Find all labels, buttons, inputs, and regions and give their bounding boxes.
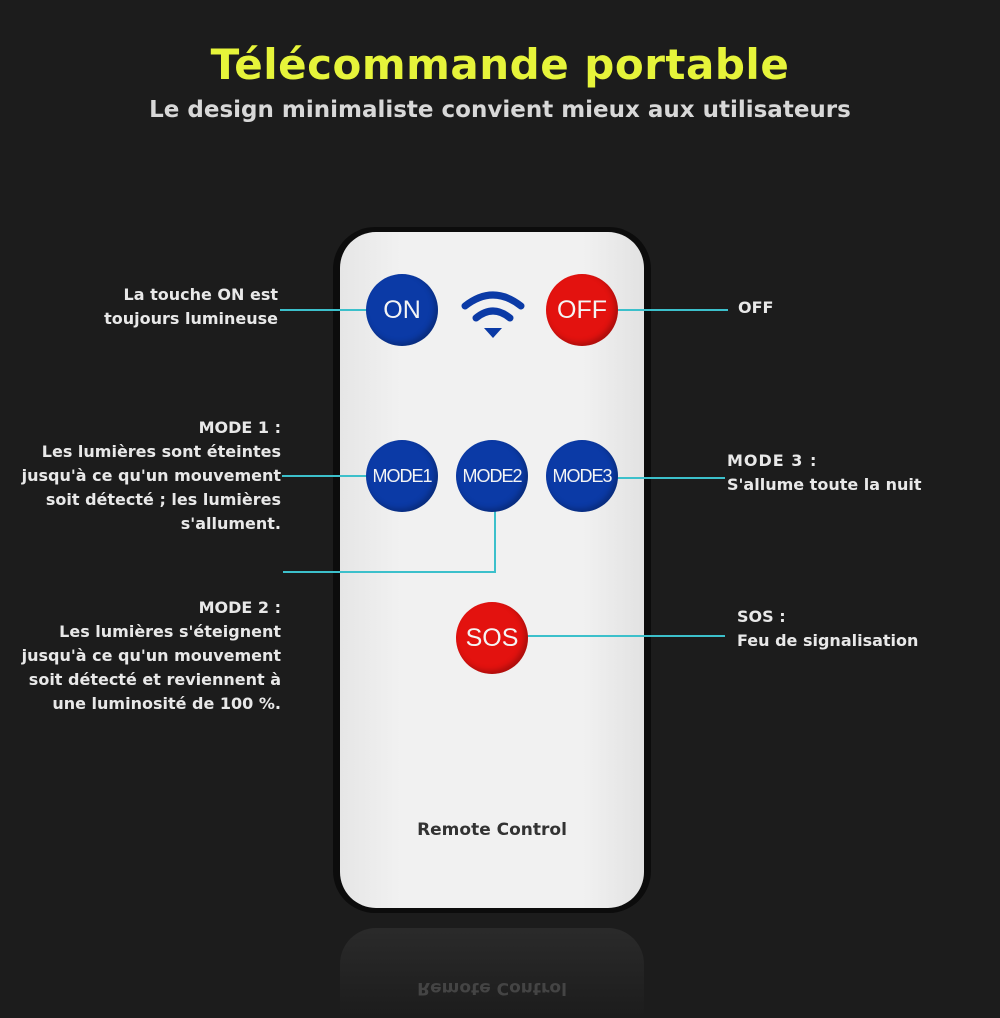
mode2-leader-line-horizontal: [283, 571, 496, 573]
remote-control-face: [340, 232, 644, 908]
page-subtitle: Le design minimaliste convient mieux aux…: [149, 97, 851, 123]
mode3-callout-line: S'allume toute la nuit: [727, 475, 922, 494]
on-callout-line: toujours lumineuse: [104, 309, 278, 328]
mode3-callout-title: MODE 3 :: [727, 451, 818, 470]
mode1-button-label: MODE1: [372, 465, 432, 486]
on-callout-line: La touche ON est: [123, 285, 278, 304]
mode3-button[interactable]: MODE3: [546, 440, 618, 512]
mode1-callout-line: s'allument.: [180, 514, 281, 533]
off-button[interactable]: OFF: [546, 274, 618, 346]
mode2-callout-line: jusqu'à ce qu'un mouvement: [21, 646, 281, 665]
mode2-callout-line: une luminosité de 100 %.: [52, 694, 281, 713]
sos-callout-title: SOS :: [737, 607, 786, 626]
sos-button-label: SOS: [465, 623, 519, 652]
mode1-callout-title: MODE 1 :: [198, 418, 281, 437]
mode1-button[interactable]: MODE1: [366, 440, 438, 512]
on-leader-line: [280, 309, 372, 311]
wifi-signal-icon: [460, 290, 526, 340]
mode2-button[interactable]: MODE2: [456, 440, 528, 512]
mode2-button-label: MODE2: [462, 465, 522, 486]
remote-reflection: [340, 928, 644, 1018]
page-title: Télécommande portable: [210, 40, 790, 89]
remote-control-label: Remote Control: [417, 820, 567, 840]
sos-callout-line: Feu de signalisation: [737, 631, 919, 650]
on-button[interactable]: ON: [366, 274, 438, 346]
remote-reflection-label: Remote Control: [417, 978, 567, 998]
mode2-callout: MODE 2 : Les lumières s'éteignent jusqu'…: [22, 596, 281, 716]
mode2-callout-title: MODE 2 :: [198, 598, 281, 617]
mode1-callout: MODE 1 : Les lumières sont éteintes jusq…: [22, 416, 281, 536]
sos-callout: SOS : Feu de signalisation: [737, 605, 918, 653]
sos-leader-line: [522, 635, 725, 637]
on-callout: La touche ON est toujours lumineuse: [104, 283, 278, 331]
mode3-button-label: MODE3: [552, 465, 612, 486]
off-button-label: OFF: [557, 295, 607, 324]
mode3-callout: MODE 3 : S'allume toute la nuit: [727, 449, 922, 497]
mode1-callout-line: soit détecté ; les lumières: [45, 490, 281, 509]
mode1-callout-line: Les lumières sont éteintes: [41, 442, 281, 461]
on-button-label: ON: [383, 295, 421, 324]
mode3-leader-line: [612, 477, 725, 479]
mode2-leader-line-vertical: [494, 508, 496, 573]
off-callout: OFF: [738, 298, 774, 317]
mode2-callout-line: Les lumières s'éteignent: [59, 622, 281, 641]
mode1-leader-line: [282, 475, 372, 477]
off-leader-line: [612, 309, 728, 311]
mode2-callout-line: soit détecté et reviennent à: [28, 670, 281, 689]
mode1-callout-line: jusqu'à ce qu'un mouvement: [21, 466, 281, 485]
sos-button[interactable]: SOS: [456, 602, 528, 674]
